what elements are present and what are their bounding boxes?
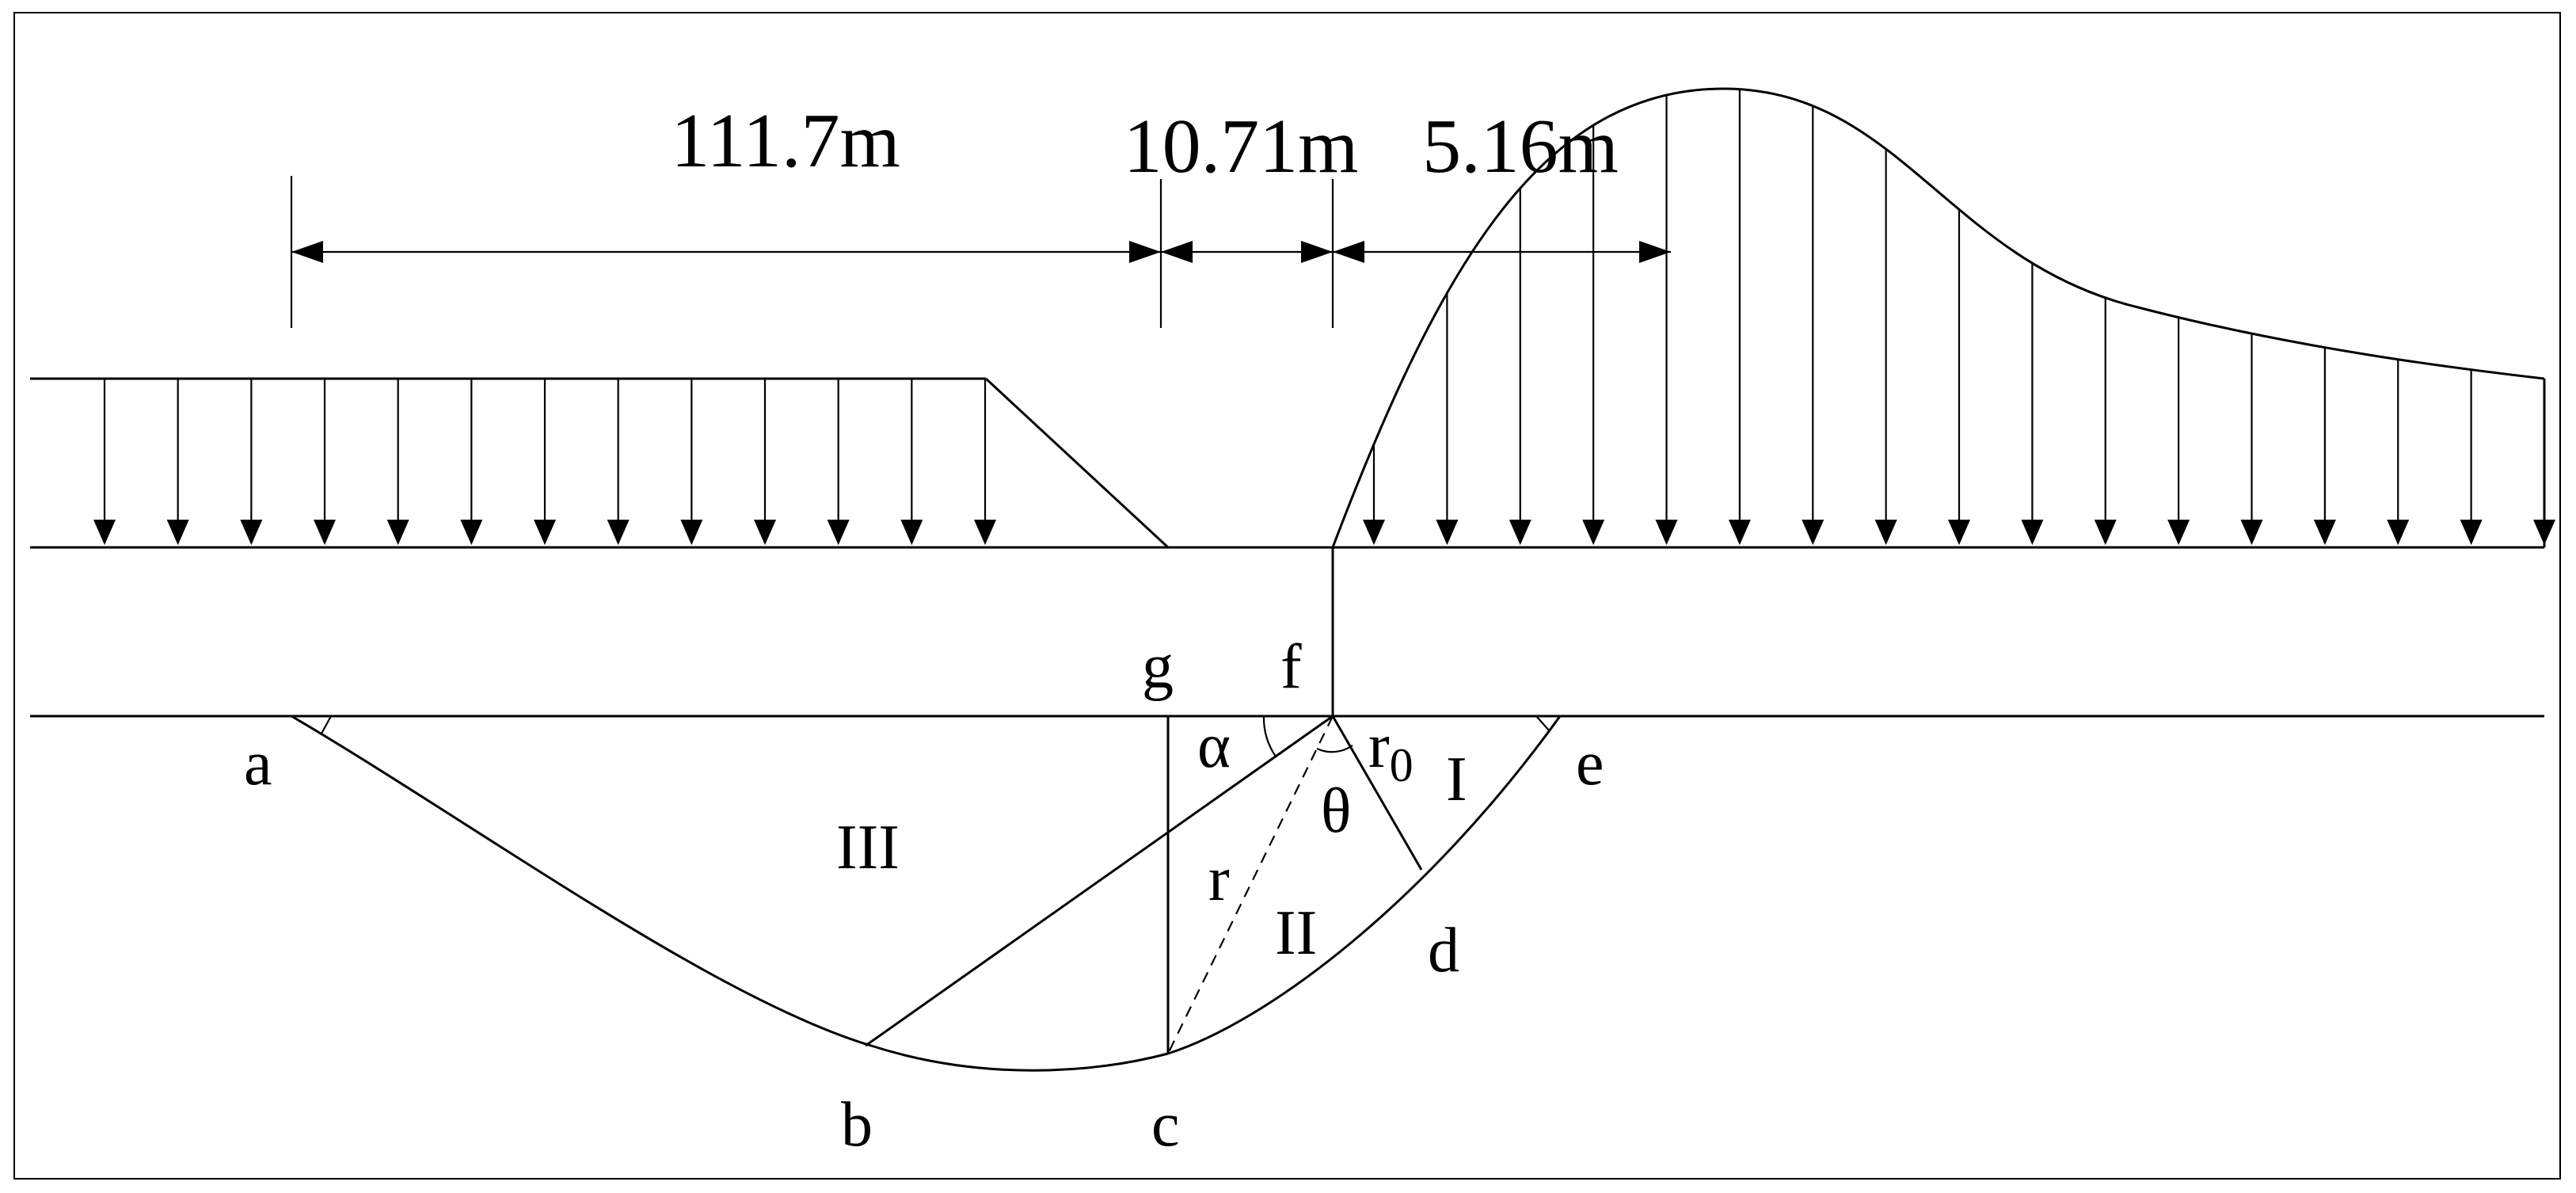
- dimension-label-right: 5.16m: [1422, 104, 1619, 189]
- load-arrowhead: [2167, 520, 2190, 545]
- tick-e: [1535, 715, 1550, 731]
- point-label-g: g: [1142, 632, 1174, 702]
- point-label-e: e: [1576, 729, 1604, 799]
- line-f-b: [865, 715, 1334, 1047]
- radius-label-r: r: [1208, 844, 1230, 914]
- load-arrowhead: [1728, 520, 1751, 545]
- load-arrowhead: [900, 520, 923, 545]
- point-label-d: d: [1428, 916, 1459, 985]
- frame-border: [13, 12, 2561, 1180]
- point-label-f: f: [1280, 632, 1302, 702]
- load-arrowhead: [240, 520, 263, 545]
- load-arrowhead: [2240, 520, 2263, 545]
- theta-angle-arc: [1316, 745, 1353, 753]
- load-arrowhead: [314, 520, 336, 545]
- radius-r0-line: [1331, 715, 1423, 871]
- load-arrowhead: [1874, 520, 1897, 545]
- load-arrowhead: [607, 520, 630, 545]
- load-arrowhead: [2533, 520, 2555, 545]
- left-load-slope: [984, 377, 1170, 549]
- load-arrowhead: [2021, 520, 2044, 545]
- load-arrowhead: [974, 520, 996, 545]
- point-label-a: a: [244, 729, 272, 799]
- load-arrowhead: [534, 520, 556, 545]
- radius-label-r0-main: r: [1368, 711, 1390, 781]
- point-label-c: c: [1151, 1090, 1180, 1160]
- zone-label-I: I: [1446, 745, 1467, 814]
- zone-label-III: III: [836, 813, 900, 882]
- load-arrowhead: [386, 520, 409, 545]
- dimension-arrowhead: [1301, 241, 1333, 263]
- load-arrowhead: [1655, 520, 1678, 545]
- load-arrowhead: [754, 520, 776, 545]
- dimension-arrowhead: [291, 241, 323, 263]
- dimension-arrowhead: [1129, 241, 1161, 263]
- load-arrowhead: [2460, 520, 2483, 545]
- tick-a: [321, 715, 332, 734]
- dimension-arrowhead: [1639, 241, 1671, 263]
- radius-label-r0-subscript: 0: [1390, 739, 1414, 791]
- left-load-arrows: [93, 379, 996, 545]
- angle-label-theta: θ: [1321, 776, 1351, 846]
- load-arrowhead: [1509, 520, 1532, 545]
- angle-label-alpha: α: [1197, 711, 1231, 781]
- dimension-arrowhead: [1161, 241, 1193, 263]
- load-arrowhead: [680, 520, 703, 545]
- load-arrowhead: [1582, 520, 1605, 545]
- load-arrowhead: [2387, 520, 2410, 545]
- load-arrowhead: [2313, 520, 2336, 545]
- load-arrowhead: [827, 520, 850, 545]
- dimension-arrowhead: [1333, 241, 1364, 263]
- zone-label-II: II: [1275, 898, 1317, 968]
- point-label-b: b: [841, 1090, 873, 1160]
- load-arrowhead: [2094, 520, 2117, 545]
- load-arrowhead: [1363, 520, 1385, 545]
- load-arrowhead: [1802, 520, 1825, 545]
- radius-r-line: [1167, 715, 1334, 1054]
- right-load-arrows: [1363, 89, 2555, 545]
- load-arrowhead: [93, 520, 116, 545]
- right-load-curve: [1331, 87, 2545, 548]
- load-arrowhead: [1436, 520, 1459, 545]
- alpha-angle-arc: [1262, 715, 1277, 757]
- dimension-label-left: 111.7m: [671, 98, 900, 184]
- slip-surface: [291, 715, 1562, 1072]
- load-arrowhead: [1948, 520, 1970, 545]
- radius-label-r0: r0: [1368, 711, 1414, 791]
- load-arrowhead: [166, 520, 189, 545]
- load-arrowhead: [460, 520, 483, 545]
- dimension-label-middle: 10.71m: [1124, 104, 1359, 189]
